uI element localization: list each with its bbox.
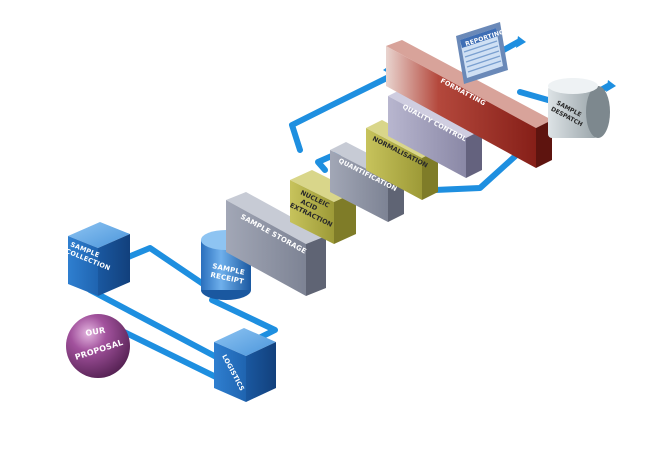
our-proposal-sphere: OUR PROPOSAL bbox=[66, 314, 130, 378]
box-top bbox=[68, 222, 130, 248]
arrow-head bbox=[606, 80, 616, 92]
box-side bbox=[422, 150, 438, 200]
monitor-header bbox=[460, 28, 498, 48]
pipe-proposal-to-logistics bbox=[117, 327, 221, 381]
box-side bbox=[334, 192, 356, 244]
box-front bbox=[388, 96, 466, 178]
pipe-formatting-to-despatch bbox=[517, 89, 551, 103]
box-top bbox=[226, 192, 326, 244]
pipe-collection-to-receipt bbox=[113, 245, 215, 293]
box-top bbox=[214, 328, 276, 356]
sphere bbox=[66, 314, 130, 378]
box-front bbox=[366, 128, 422, 200]
box-front bbox=[330, 150, 388, 222]
box-front bbox=[226, 200, 306, 296]
box-front bbox=[386, 46, 536, 168]
drum-body bbox=[548, 86, 598, 138]
pipe-outer-loop bbox=[289, 71, 398, 153]
box-side bbox=[98, 234, 130, 296]
box-front bbox=[214, 342, 246, 402]
box-side bbox=[246, 342, 276, 402]
our-proposal-label-1: OUR bbox=[85, 326, 106, 338]
logistics-box: LOGISTICS bbox=[214, 328, 276, 402]
svg-text:OUR: OUR bbox=[85, 326, 106, 338]
box-side bbox=[466, 130, 482, 178]
screen-rows bbox=[463, 40, 502, 73]
box-side bbox=[306, 236, 326, 296]
box-front bbox=[68, 236, 98, 296]
formatting-box: FORMATTING bbox=[386, 40, 552, 168]
box-front bbox=[290, 180, 334, 244]
drum-right-face bbox=[586, 86, 610, 138]
arrow-head bbox=[516, 36, 526, 48]
box-top bbox=[386, 40, 552, 128]
sample-collection-box: SAMPLE COLLECTION bbox=[64, 222, 130, 296]
drum-top bbox=[548, 78, 598, 94]
reporting-monitor: REPORTING bbox=[456, 22, 508, 84]
pipe-lower-return bbox=[432, 147, 525, 193]
sample-despatch-drum: SAMPLE DESPATCH bbox=[548, 78, 610, 138]
